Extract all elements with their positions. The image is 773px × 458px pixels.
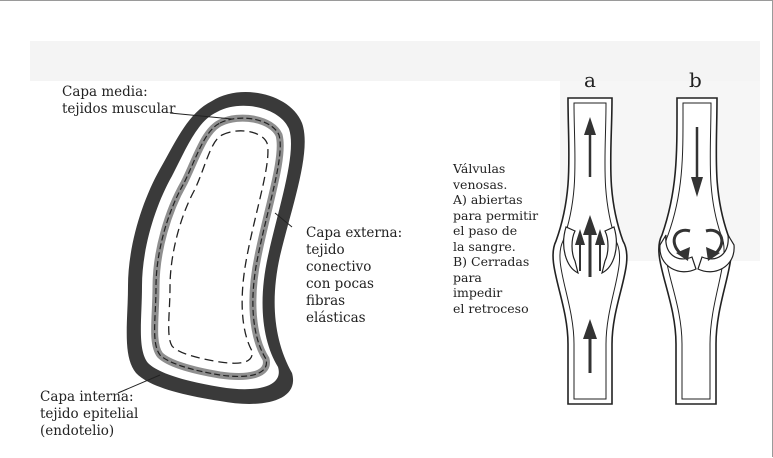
label-capa-interna-line2: tejido epitelial — [40, 406, 138, 423]
valve-caption-line6: la sangre. — [453, 239, 538, 255]
valve-caption: Válvulas venosas. A) abiertas para permi… — [453, 161, 538, 316]
label-capa-media-line2: tejidos muscular — [62, 101, 175, 118]
label-capa-externa-line2: tejido — [306, 242, 402, 259]
letter-a: a — [584, 68, 596, 92]
label-capa-externa-line5: fibras — [306, 293, 402, 310]
background-smudge — [30, 41, 760, 81]
valve-caption-line8: para — [453, 270, 538, 286]
valve-caption-line9: impedir — [453, 285, 538, 301]
label-capa-externa-line4: con pocas — [306, 276, 402, 293]
valve-caption-line7: B) Cerradas — [453, 254, 538, 270]
label-capa-externa-line3: conectivo — [306, 259, 402, 276]
valve-caption-line5: el paso de — [453, 223, 538, 239]
label-capa-interna: Capa interna: tejido epitelial (endoteli… — [40, 389, 138, 440]
valve-caption-line3: A) abiertas — [453, 192, 538, 208]
letter-b: b — [689, 68, 702, 92]
label-capa-media-line1: Capa media: — [62, 84, 175, 101]
label-capa-interna-line3: (endotelio) — [40, 423, 138, 440]
valve-caption-line2: venosas. — [453, 177, 538, 193]
valve-caption-line1: Válvulas — [453, 161, 538, 177]
valve-caption-line4: para permitir — [453, 208, 538, 224]
valve-caption-line10: el retroceso — [453, 301, 538, 317]
label-capa-media: Capa media: tejidos muscular — [62, 84, 175, 118]
vein-section — [118, 92, 305, 404]
label-capa-externa-line6: elásticas — [306, 310, 402, 327]
label-capa-interna-line1: Capa interna: — [40, 389, 138, 406]
label-capa-externa: Capa externa: tejido conectivo con pocas… — [306, 225, 402, 327]
label-capa-externa-line1: Capa externa: — [306, 225, 402, 242]
